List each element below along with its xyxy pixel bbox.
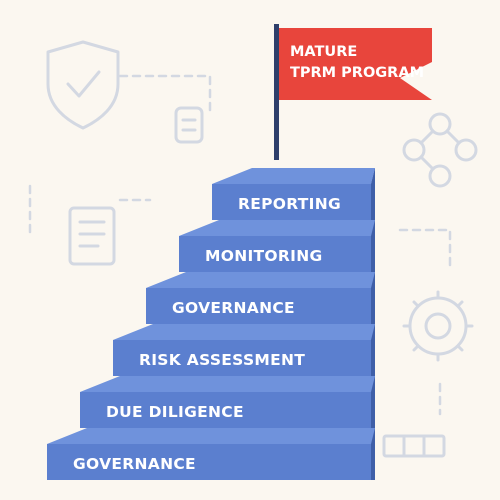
step-tread xyxy=(47,428,375,444)
flag-banner xyxy=(279,28,432,100)
step-side xyxy=(371,428,375,480)
step-riser xyxy=(113,340,371,376)
step-riser xyxy=(212,184,371,220)
flag-title-line2: TPRM PROGRAM xyxy=(290,65,424,81)
shield-check-icon xyxy=(46,40,120,130)
document-icon xyxy=(68,206,116,266)
step-tread xyxy=(212,168,375,184)
step-tread xyxy=(80,376,375,392)
step-side xyxy=(371,324,375,376)
step-side xyxy=(371,220,375,272)
step-riser xyxy=(179,236,371,272)
step-tread xyxy=(113,324,375,340)
step-label: GOVERNANCE xyxy=(172,299,295,317)
step-label: DUE DILIGENCE xyxy=(106,403,244,421)
flag: MATURE TPRM PROGRAM xyxy=(274,24,432,160)
step-label: REPORTING xyxy=(238,195,341,213)
step-label: MONITORING xyxy=(205,247,323,265)
table-icon xyxy=(382,434,446,458)
connector-line xyxy=(118,74,212,112)
step-label: RISK ASSESSMENT xyxy=(139,351,305,369)
connector-line xyxy=(398,228,452,272)
gear-icon xyxy=(402,290,474,362)
step-side xyxy=(371,168,375,220)
flag-title-line1: MATURE xyxy=(290,44,357,60)
step-riser xyxy=(80,392,371,428)
clipboard-icon xyxy=(174,106,204,144)
staircase: REPORTING MONITORING GOVERNANCE RISK ASSESS… xyxy=(47,168,375,480)
step-side xyxy=(371,376,375,428)
network-icon xyxy=(402,112,478,188)
flag-pole xyxy=(274,24,279,160)
step-label: GOVERNANCE xyxy=(73,455,196,473)
step-tread xyxy=(179,220,375,236)
step-tread xyxy=(146,272,375,288)
step-riser xyxy=(146,288,371,324)
step-riser xyxy=(47,444,371,480)
step-side xyxy=(371,272,375,324)
